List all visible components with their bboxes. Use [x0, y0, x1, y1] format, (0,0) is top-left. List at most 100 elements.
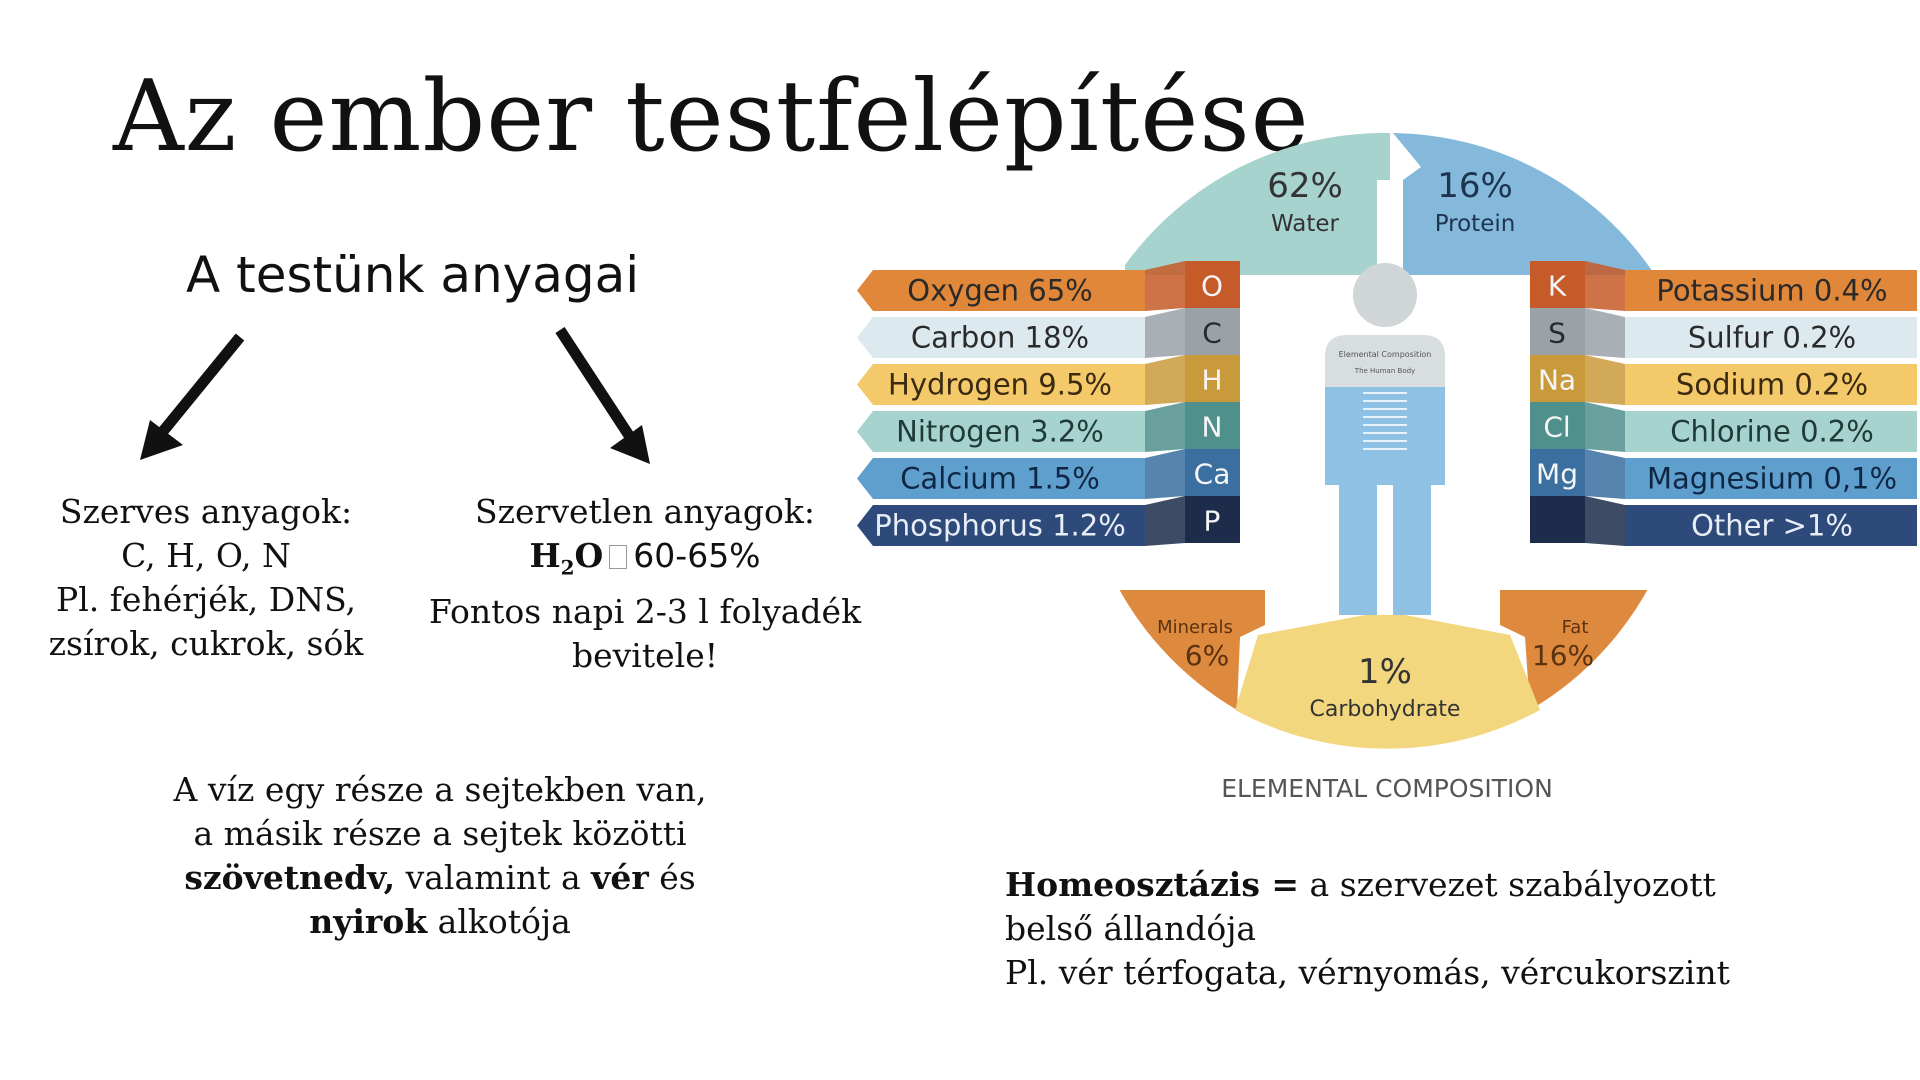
left-band-1	[857, 317, 1145, 358]
right-connector-1	[1585, 308, 1625, 358]
left-connector-3	[1145, 402, 1185, 452]
water-note-line-2: a másik része a sejtek közötti	[193, 814, 687, 853]
water-note: A víz egy része a sejtekben van, a másik…	[140, 768, 740, 944]
left-symbol-tile-2	[1185, 355, 1240, 402]
water-h: H	[529, 536, 561, 575]
left-element-label-1: Carbon 18%	[911, 321, 1089, 355]
right-element-label-1: Sulfur 0.2%	[1688, 321, 1856, 355]
homeostasis-line-2: belső állandója	[1005, 909, 1257, 948]
right-band-1	[1625, 317, 1917, 358]
right-element-label-2: Sodium 0.2%	[1676, 368, 1868, 402]
water-label: Water	[1271, 211, 1340, 237]
left-connector-2	[1145, 355, 1185, 405]
water-percent: 60-65%	[633, 536, 761, 575]
homeostasis-term: Homeosztázis =	[1005, 865, 1300, 904]
left-element-label-3: Nitrogen 3.2%	[896, 415, 1104, 449]
left-symbol-tile-4	[1185, 449, 1240, 496]
carbohydrate-percent-label: 1%	[1358, 652, 1412, 692]
left-band-4	[857, 458, 1145, 499]
organic-elements: C, H, O, N	[121, 536, 291, 575]
left-connector-1	[1145, 308, 1185, 358]
infographic-caption: ELEMENTAL COMPOSITION	[1221, 774, 1553, 803]
right-band-3	[1625, 411, 1917, 452]
text-alkotoja: alkotója	[427, 902, 571, 941]
left-symbol-tile-1	[1185, 308, 1240, 355]
left-element-symbol-0: O	[1201, 270, 1223, 303]
right-connector-3	[1585, 402, 1625, 452]
intake-note-2: bevitele!	[572, 635, 718, 675]
left-band-5	[857, 505, 1145, 546]
section-subtitle: A testünk anyagai	[186, 246, 640, 304]
right-element-symbol-4: Mg	[1536, 458, 1578, 491]
right-element-symbol-2: Na	[1538, 364, 1576, 397]
water-subscript: 2	[560, 555, 575, 580]
left-connector-4	[1145, 449, 1185, 499]
right-connector-2	[1585, 355, 1625, 405]
fat-percent-label: 16%	[1532, 639, 1594, 672]
word-ver: vér	[591, 858, 649, 897]
left-element-label-5: Phosphorus 1.2%	[874, 509, 1126, 543]
right-connector-4	[1585, 449, 1625, 499]
right-symbol-tile-3	[1530, 402, 1585, 449]
left-element-symbol-4: Ca	[1194, 458, 1231, 491]
right-element-symbol-1: S	[1548, 317, 1566, 350]
protein-percent-label: 16%	[1437, 166, 1513, 206]
figure-title: Elemental Composition	[1339, 350, 1432, 359]
water-percent-label: 62%	[1267, 166, 1343, 206]
figure-subtitle: The Human Body	[1354, 367, 1415, 375]
left-connector-0	[1145, 261, 1185, 311]
homeostasis-line-1: Homeosztázis = a szervezet szabályozott	[1005, 863, 1905, 907]
left-symbol-tile-5	[1185, 496, 1240, 543]
right-element-symbol-0: K	[1548, 270, 1567, 303]
figure-body-water	[1325, 387, 1445, 615]
right-band-2	[1625, 364, 1917, 405]
left-element-label-0: Oxygen 65%	[907, 274, 1092, 308]
right-band-5	[1625, 505, 1917, 546]
left-band-3	[857, 411, 1145, 452]
ring-segment-fat	[1500, 565, 1660, 710]
fat-label: Fat	[1562, 617, 1589, 638]
minerals-label: Minerals	[1157, 617, 1233, 638]
right-band-4	[1625, 458, 1917, 499]
left-symbol-tile-0	[1185, 261, 1240, 308]
inorganic-heading: Szervetlen anyagok:	[475, 492, 815, 531]
left-element-symbol-5: P	[1204, 505, 1221, 538]
word-nyirok: nyirok	[309, 902, 428, 941]
right-connector-5	[1585, 496, 1625, 546]
intake-note-1: Fontos napi 2-3 l folyadék	[428, 591, 862, 631]
right-symbol-tile-0	[1530, 261, 1585, 308]
water-formula-line: H2O 60-65%	[420, 534, 870, 590]
diagram-arrows	[140, 326, 650, 464]
word-szovetnedv: szövetnedv,	[184, 858, 396, 897]
left-connector-5	[1145, 496, 1185, 546]
right-symbol-tile-2	[1530, 355, 1585, 402]
right-symbol-tile-1	[1530, 308, 1585, 355]
left-element-label-2: Hydrogen 9.5%	[888, 368, 1112, 402]
left-element-label-4: Calcium 1.5%	[900, 462, 1100, 496]
organic-examples-1: Pl. fehérjék, DNS,	[55, 580, 357, 619]
organic-heading: Szerves anyagok:	[59, 492, 353, 531]
elemental-composition-infographic: 62% Water 16% Protein Minerals 6% Fat 16…	[857, 132, 1917, 803]
missing-glyph-icon	[609, 545, 628, 569]
left-band-0	[857, 270, 1145, 311]
right-symbol-tile-4	[1530, 449, 1585, 496]
right-element-label-5: Other >1%	[1691, 509, 1853, 543]
arrow-right	[555, 326, 650, 464]
water-note-line-3: szövetnedv, valamint a vér és	[140, 856, 740, 900]
text-valamint: valamint a	[395, 858, 592, 897]
homeostasis-examples: Pl. vér térfogata, vérnyomás, vércukorsz…	[1005, 953, 1730, 992]
water-note-line-4: nyirok alkotója	[140, 900, 740, 944]
text-es: és	[648, 858, 696, 897]
carbohydrate-label: Carbohydrate	[1310, 697, 1461, 722]
figure-placeholder-lines	[1363, 392, 1407, 450]
organic-examples-2: zsírok, cukrok, sók	[48, 624, 364, 663]
water-o: O	[574, 536, 604, 575]
left-band-2	[857, 364, 1145, 405]
human-figure: Elemental Composition The Human Body	[1325, 263, 1445, 615]
right-element-symbol-3: Cl	[1543, 411, 1570, 444]
left-element-symbol-2: H	[1201, 364, 1222, 397]
page-title: Az ember testfelépítése	[113, 60, 1310, 174]
right-band-0	[1625, 270, 1917, 311]
inorganic-substances: Szervetlen anyagok: H2O 60-65% Fontos nap…	[420, 490, 870, 678]
